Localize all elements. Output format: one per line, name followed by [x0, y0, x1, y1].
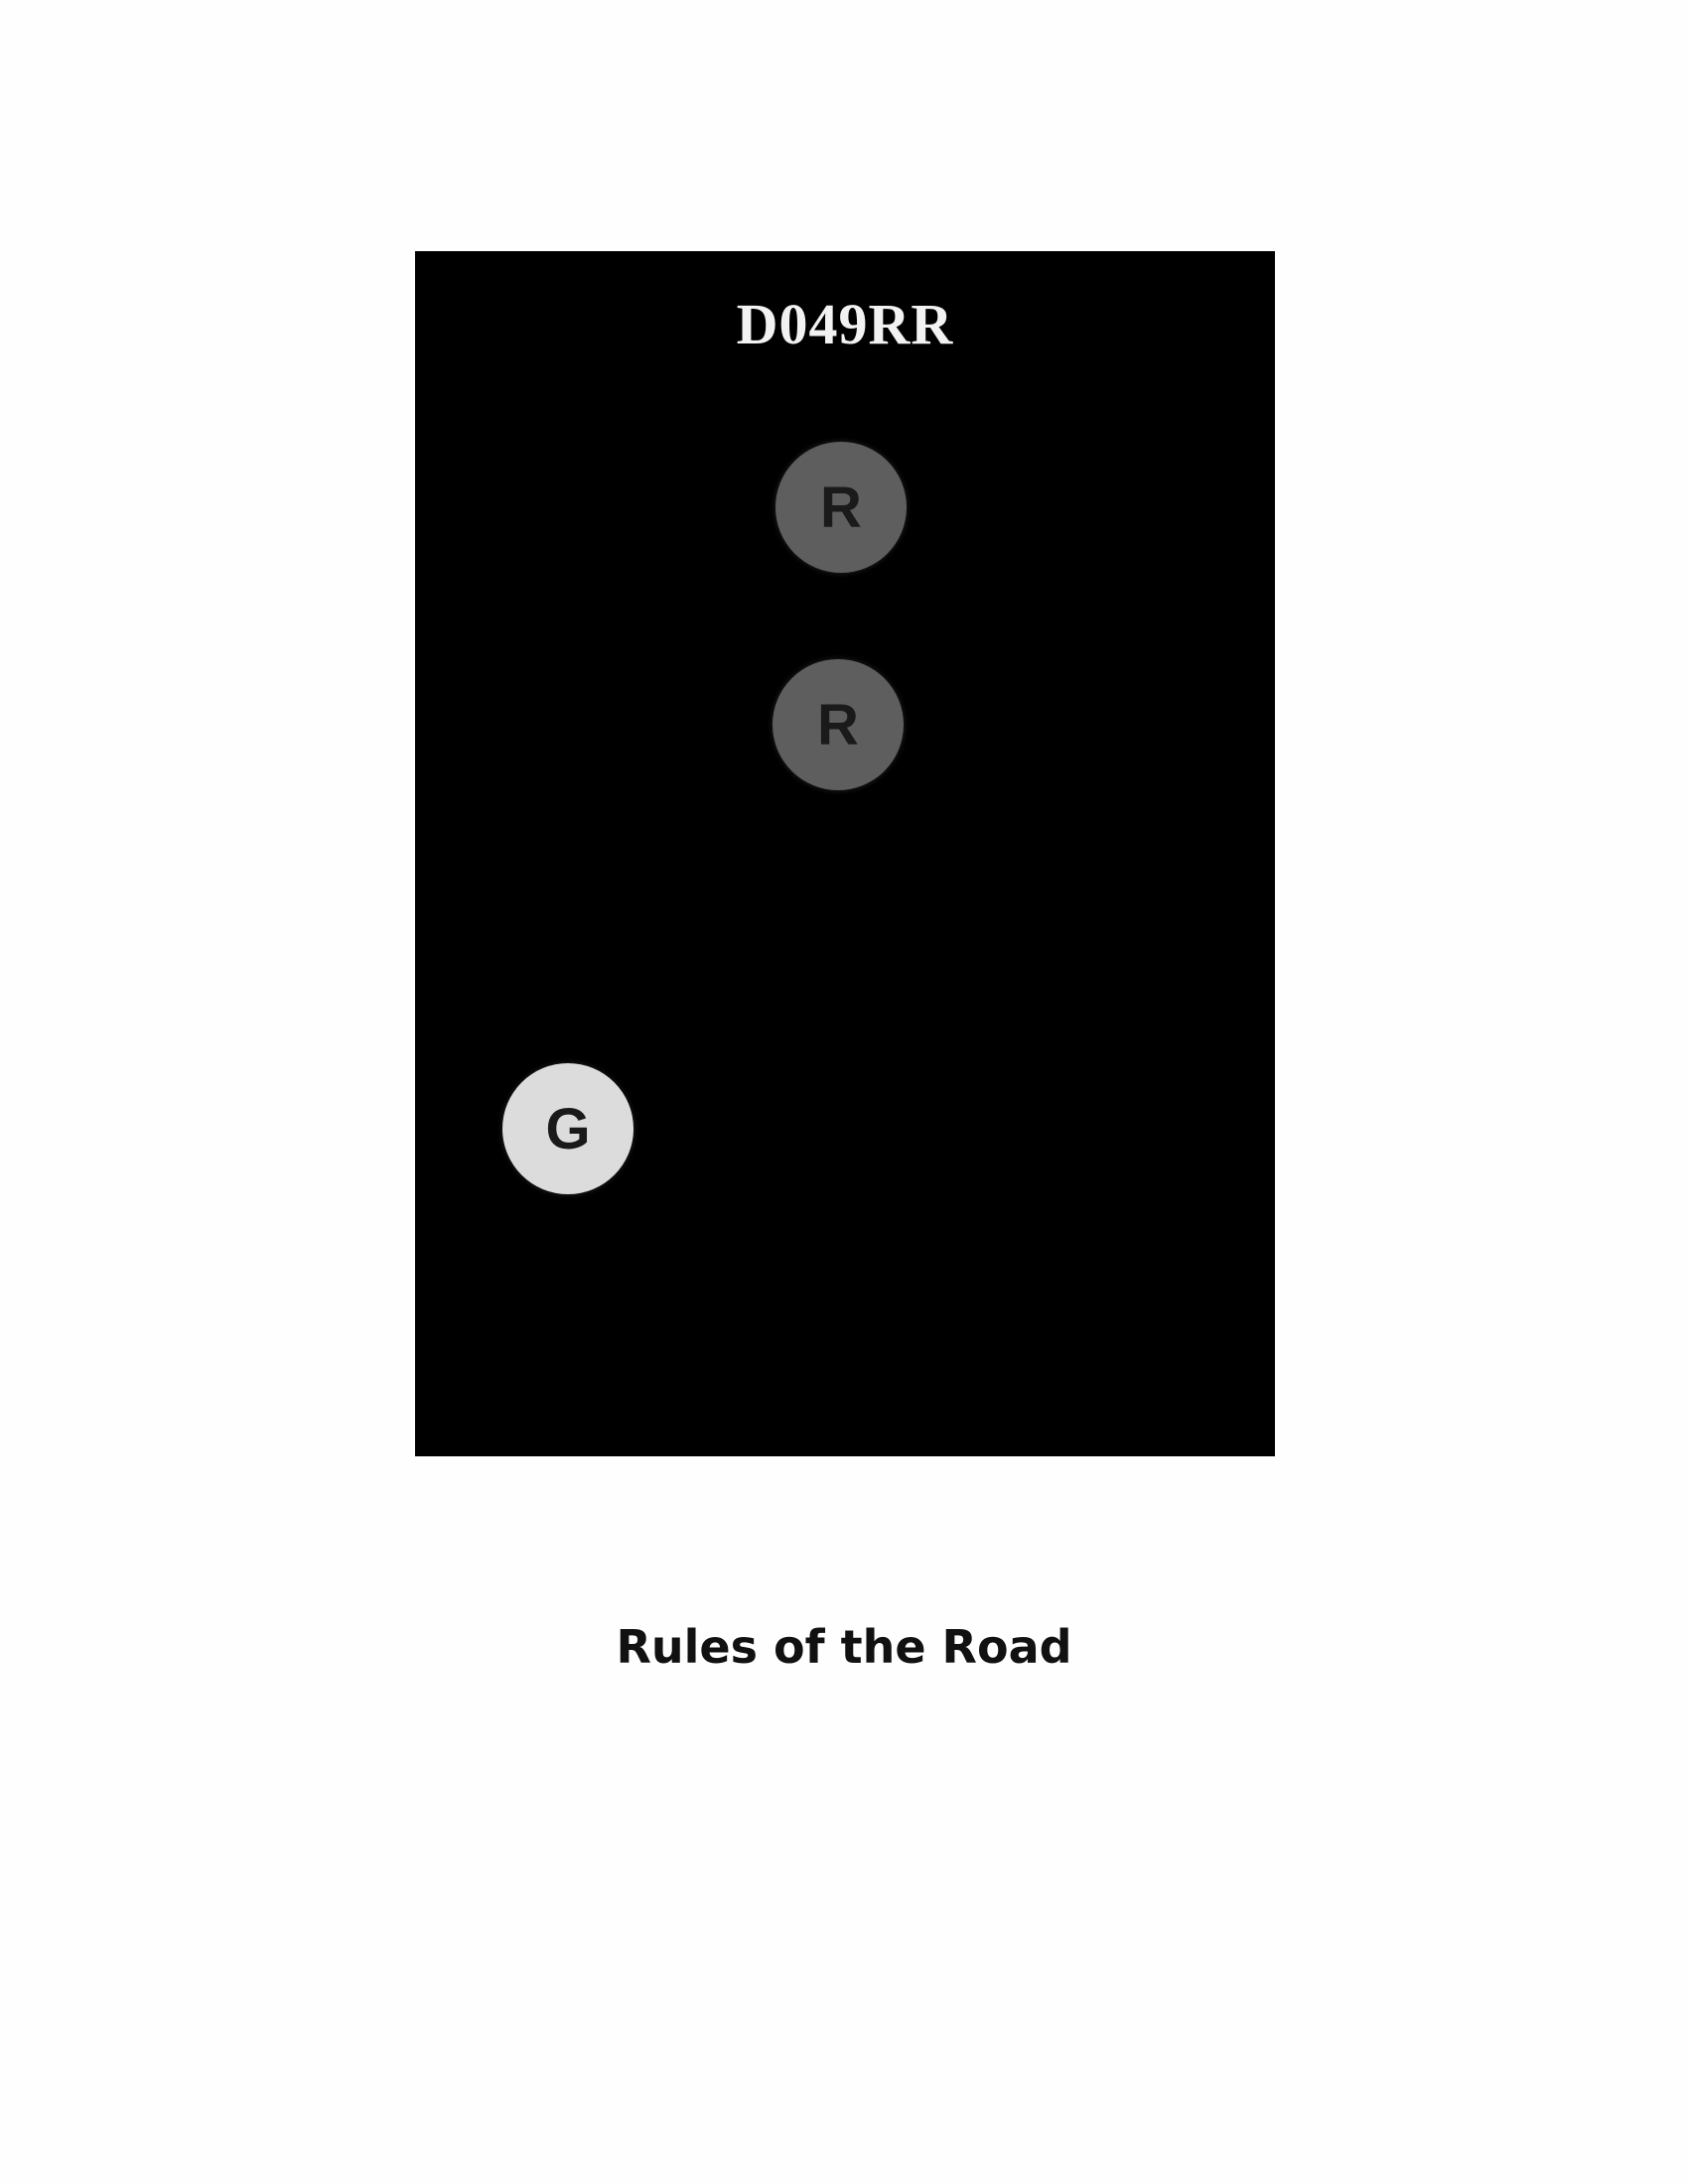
page-caption: Rules of the Road: [616, 1620, 1072, 1674]
light-green: G: [502, 1063, 633, 1194]
signal-figure: D049RR R R G: [415, 251, 1275, 1456]
light-red-middle: R: [773, 659, 904, 790]
light-red-top: R: [775, 442, 907, 573]
figure-code: D049RR: [736, 292, 954, 356]
